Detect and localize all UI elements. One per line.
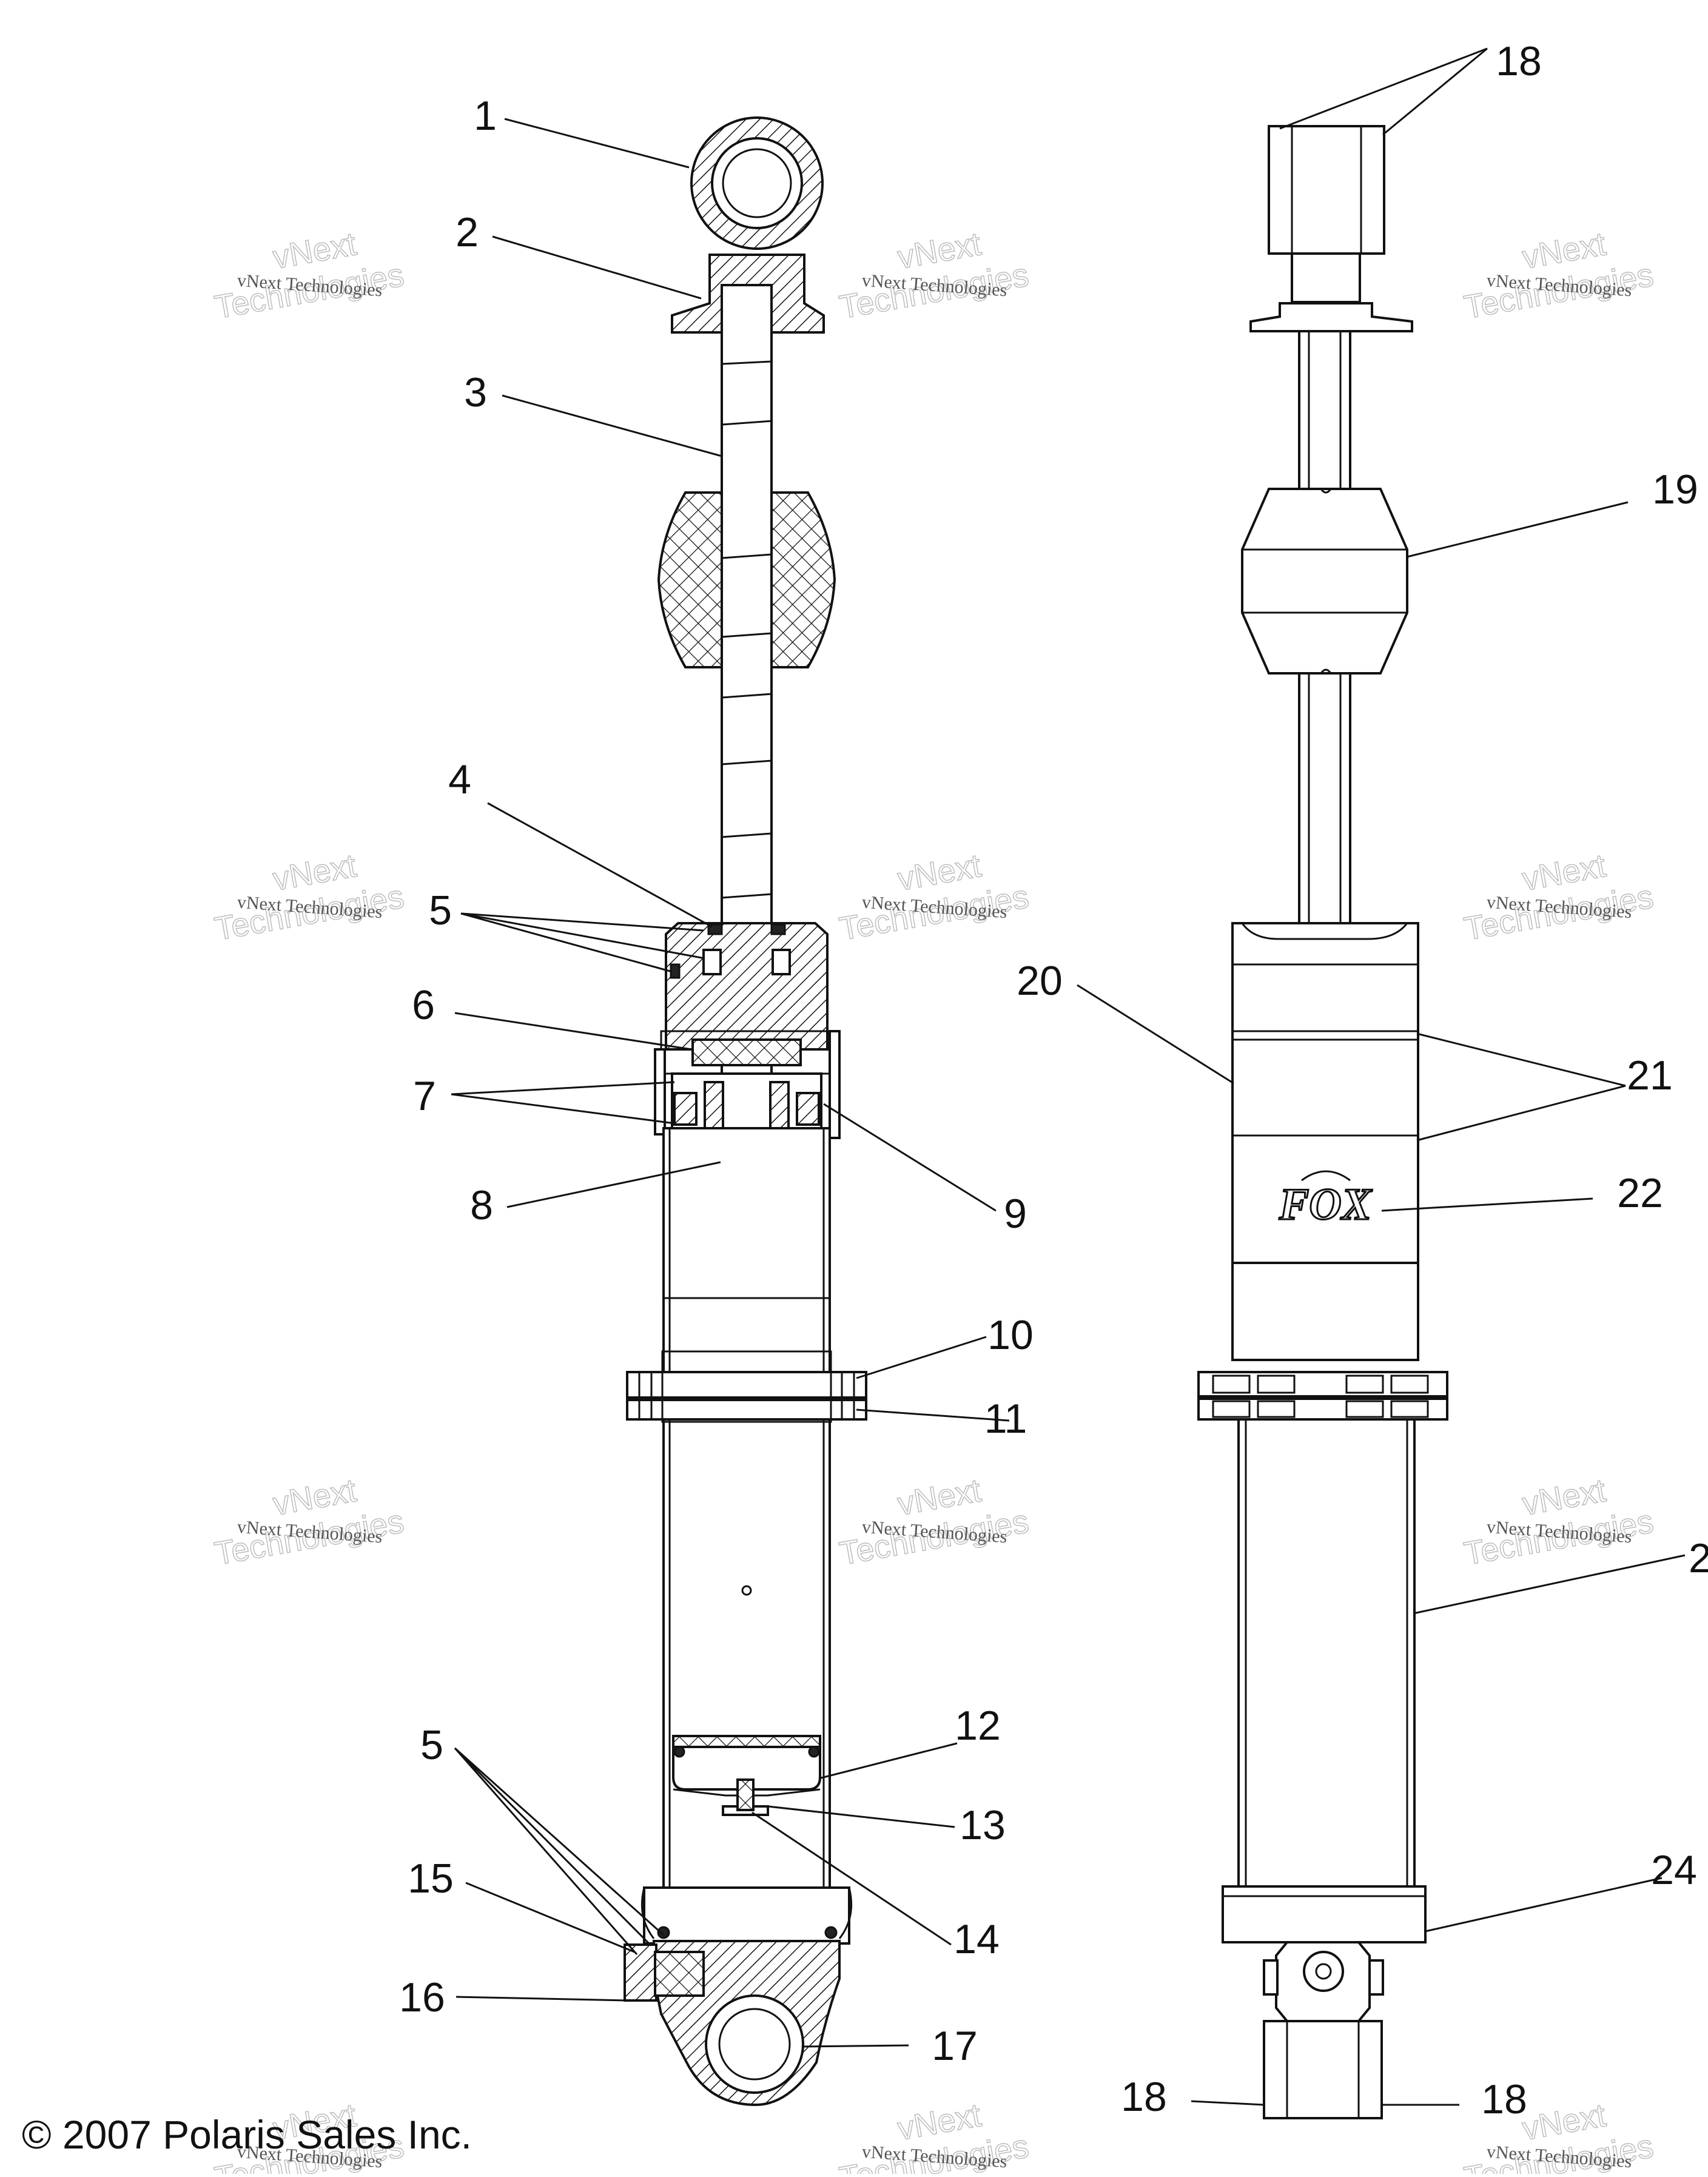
exterior-bumper [1241, 488, 1408, 675]
callout-22: 22 [1617, 1170, 1663, 1216]
callout-7: 7 [413, 1073, 436, 1119]
piston-left [704, 1081, 724, 1132]
top-mount [1268, 125, 1385, 255]
exterior-shock-view: FOX [1197, 125, 1448, 2119]
top-eyelet-bore [722, 148, 792, 218]
top-mount-stem [1291, 252, 1361, 303]
bumper-right [770, 491, 836, 668]
exterior-bottom-bolt [1303, 1951, 1344, 1992]
callout-1: 1 [474, 93, 497, 139]
callout-12: 12 [955, 1703, 1001, 1749]
shaft-bands [721, 360, 772, 899]
valve-bolt [736, 1778, 755, 1811]
piston-right [769, 1081, 790, 1132]
reservoir-cap [643, 1886, 850, 1945]
floating-piston [672, 1735, 821, 1791]
callout-6: 6 [412, 982, 435, 1028]
body-bleed-hole [741, 1585, 752, 1596]
cutaway-shock-view [624, 116, 867, 2107]
callout-16: 16 [399, 1974, 445, 2021]
callout-8: 8 [470, 1182, 493, 1228]
callout-18-top: 18 [1496, 38, 1542, 84]
callout-18-bottom-right: 18 [1481, 2076, 1527, 2122]
floating-piston-seal [672, 1735, 821, 1748]
callout-18-bottom-left: 18 [1121, 2074, 1167, 2120]
body-edge-left [654, 1048, 666, 1136]
callout-24: 24 [1651, 1847, 1697, 1893]
callout-labels: 1 2 3 4 5 6 7 8 9 10 11 5 12 13 14 15 16… [399, 38, 1708, 2122]
callout-5-upper: 5 [429, 887, 452, 934]
piston-outer-right [796, 1092, 820, 1126]
body-edge-right [829, 1030, 841, 1139]
exterior-body-upper [1231, 922, 1419, 1264]
bumper-left [657, 491, 723, 668]
callout-19: 19 [1652, 466, 1698, 513]
callout-11: 11 [984, 1396, 1027, 1442]
callout-10: 10 [987, 1312, 1034, 1358]
exterior-shock-body [1237, 1418, 1416, 1894]
seal-right [772, 949, 791, 975]
copyright-text: © 2007 Polaris Sales Inc. [22, 2112, 472, 2157]
callout-5-lower: 5 [420, 1722, 443, 1768]
callout-4: 4 [448, 756, 471, 802]
callout-20: 20 [1017, 958, 1063, 1004]
schrader-valve-body [654, 1951, 705, 1997]
leader-lines [451, 47, 1686, 2106]
callout-3: 3 [464, 369, 487, 416]
fox-logo: FOX [1279, 1180, 1373, 1230]
top-spring-retainer [1249, 302, 1413, 332]
exterior-body-collar [1231, 1262, 1419, 1361]
schrader-valve [624, 1943, 657, 2002]
callout-21: 21 [1627, 1052, 1673, 1099]
bottom-eyelet-bushing [705, 1994, 804, 2094]
callout-14: 14 [953, 1916, 1000, 1962]
callout-9: 9 [1004, 1191, 1027, 1237]
exterior-bottom-mount [1263, 2020, 1383, 2119]
oring-top-right [770, 923, 786, 935]
adjuster-ring-upper [626, 1371, 867, 1399]
callout-2: 2 [456, 209, 479, 255]
exterior-adjuster-ring-lower [1197, 1398, 1448, 1421]
callout-17: 17 [932, 2023, 978, 2069]
adjuster-sleeve [661, 1350, 832, 1423]
piston-outer-left [673, 1092, 698, 1126]
callout-15: 15 [408, 1856, 454, 1902]
callout-23-partial: 2 [1689, 1535, 1708, 1581]
seal-left [702, 949, 722, 975]
callout-13: 13 [960, 1802, 1006, 1848]
wiper [691, 1038, 802, 1066]
top-eyelet-bushing [711, 137, 803, 229]
exterior-bottom-cap [1222, 1885, 1427, 1943]
